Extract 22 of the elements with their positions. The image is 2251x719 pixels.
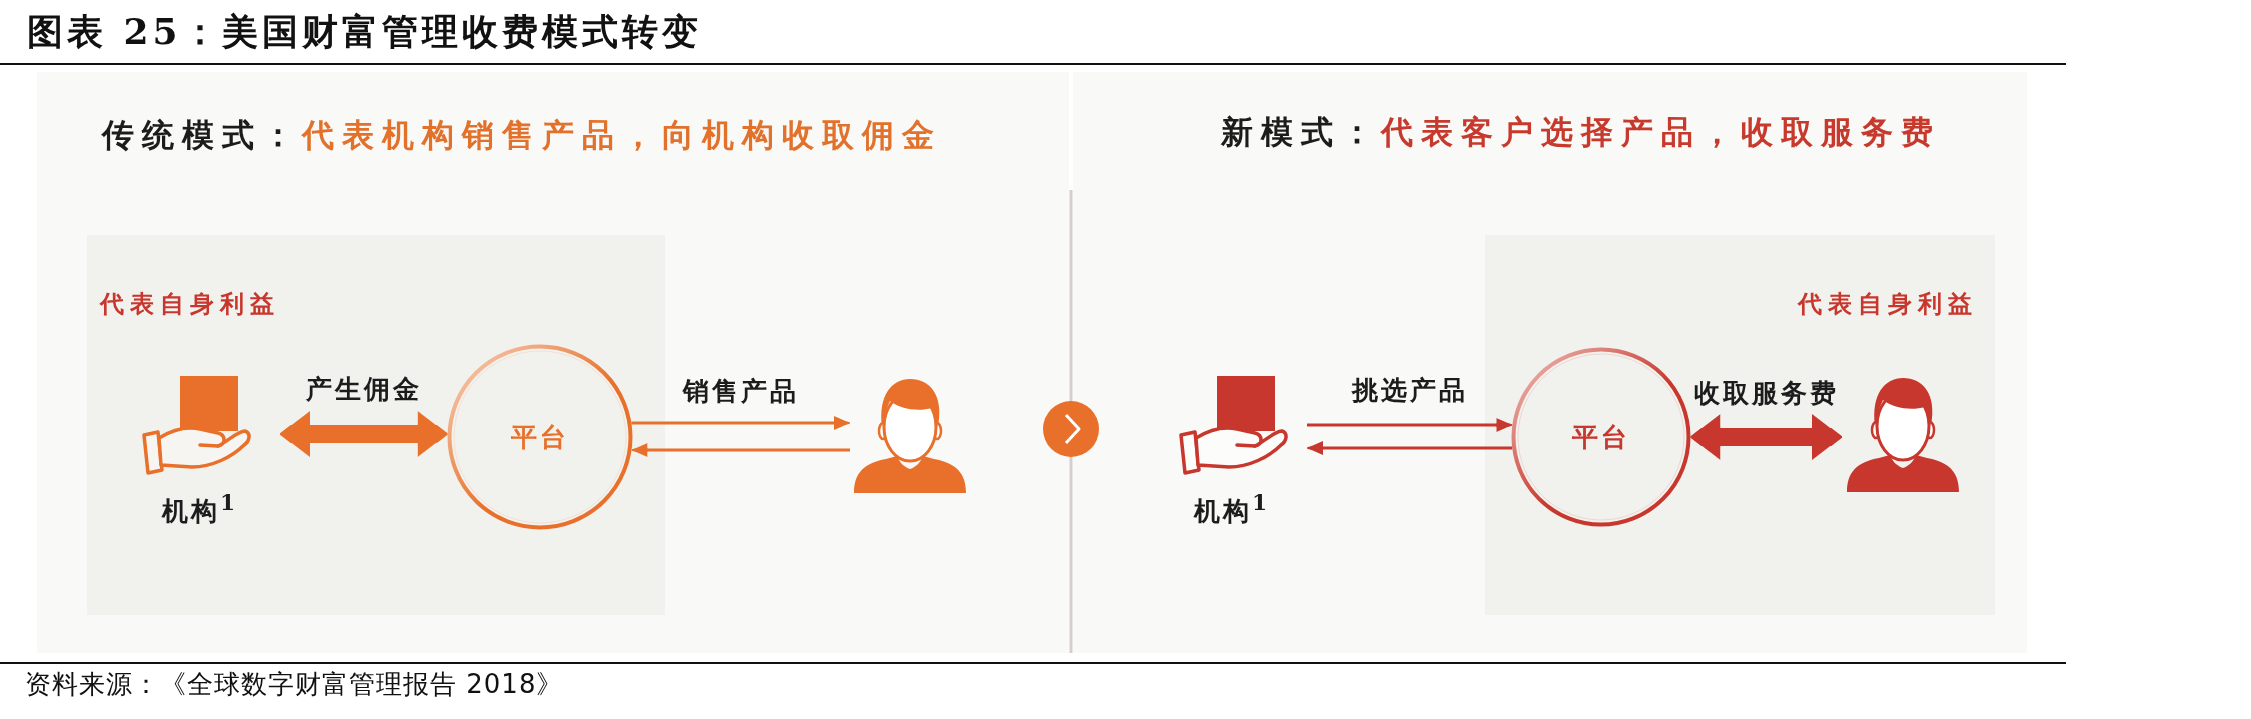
panel <box>37 72 1069 653</box>
heading-label: 传统模式： <box>102 116 302 154</box>
node-label: 机构$^{1}$ <box>1193 495 1271 526</box>
node-label: 平台 <box>511 420 569 454</box>
figure-title: 图表 25：美国财富管理收费模式转变 <box>27 9 702 54</box>
panel-label: 代表自身利益 <box>100 289 280 318</box>
node-label: 平台 <box>1572 420 1630 454</box>
arrow <box>1307 441 1513 455</box>
double-arrow <box>1690 414 1842 460</box>
shaded-panel <box>1485 235 1995 615</box>
double-arrow <box>280 411 448 457</box>
arrow <box>631 443 850 457</box>
arrow <box>1307 418 1513 432</box>
shaded-panel <box>87 235 665 615</box>
caption: 资料来源：《全球数字财富管理报告 2018》 <box>25 668 564 701</box>
heading-text: 代表机构销售产品，向机构收取佣金 <box>302 116 942 154</box>
heading-text: 代表客户选择产品，收取服务费 <box>1381 113 1941 151</box>
node-label: 机构$^{1}$ <box>161 495 239 526</box>
panel-label: 代表自身利益 <box>1798 289 1978 318</box>
arrow <box>631 416 850 430</box>
heading-label: 新模式： <box>1221 113 1381 151</box>
panel <box>1073 72 2027 653</box>
